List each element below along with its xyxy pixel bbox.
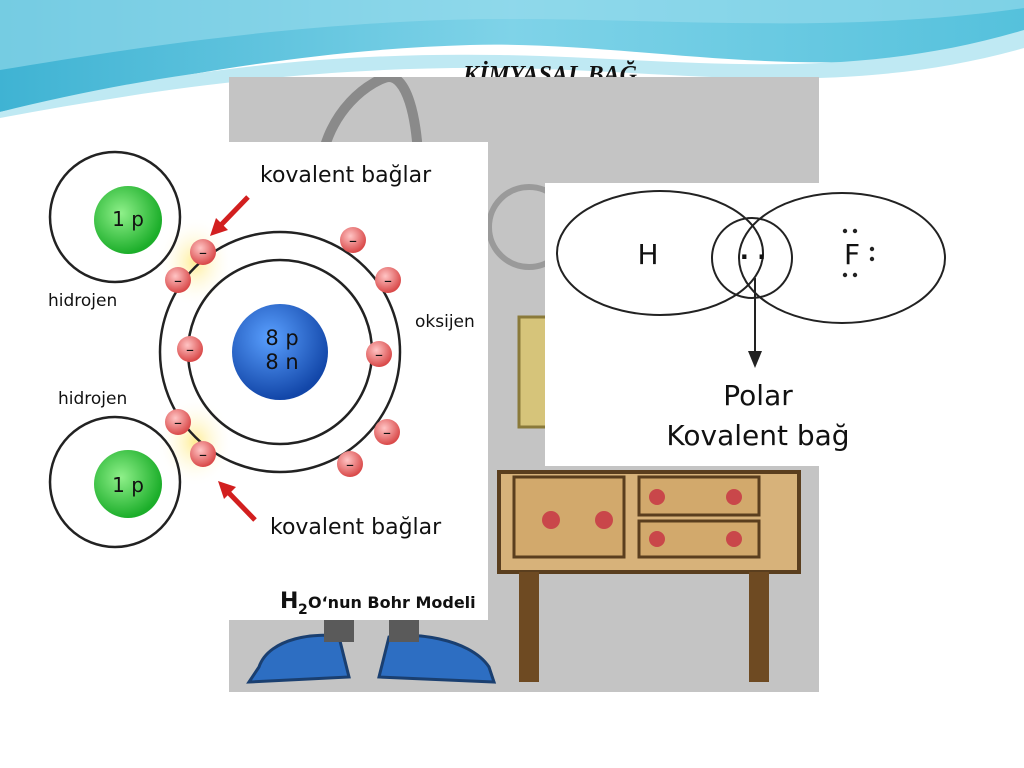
drawer-knob bbox=[595, 511, 613, 529]
hydrogen-orbital bbox=[556, 190, 764, 316]
caption-subscript: 2 bbox=[298, 602, 308, 618]
drawer-knob bbox=[726, 531, 742, 547]
hydrogen-top-nucleus bbox=[94, 186, 162, 254]
drawer-knob bbox=[649, 489, 665, 505]
oxygen-outer-shell bbox=[158, 230, 402, 474]
pointer-arrow-icon bbox=[748, 278, 762, 368]
shared-region bbox=[711, 217, 793, 299]
electron: – bbox=[375, 267, 401, 293]
caption-prefix: H bbox=[280, 589, 298, 614]
hydrogen-top-label: hidrojen bbox=[48, 291, 117, 311]
caption-suffix: O‘nun Bohr Modeli bbox=[308, 593, 476, 612]
bond-arrow-top-icon bbox=[210, 195, 250, 236]
oxygen-nucleus-protons: 8 p bbox=[265, 326, 298, 350]
polar-label: Polar bbox=[723, 379, 793, 412]
polar-covalent-bond-panel: H · · F Polar Kovalent bağ bbox=[545, 183, 965, 466]
oxygen-nucleus bbox=[232, 304, 328, 400]
polar-covalent-bond-diagram: H · · F Polar Kovalent bağ bbox=[556, 190, 946, 452]
drawer-knob bbox=[542, 511, 560, 529]
wave-band-light bbox=[0, 30, 1024, 118]
svg-text:–: – bbox=[186, 340, 194, 359]
shoe-left-icon bbox=[246, 633, 351, 684]
bond-glow-bottom bbox=[157, 397, 233, 487]
electron: – bbox=[337, 451, 363, 477]
desk-leg-right bbox=[749, 572, 769, 682]
header-wave-decoration bbox=[0, 0, 1024, 118]
hydrogen-bottom-nucleus bbox=[94, 450, 162, 518]
hydrogen-top-nucleus-label: 1 p bbox=[112, 207, 144, 231]
desk-leg-left bbox=[519, 572, 539, 682]
electron: – bbox=[190, 239, 216, 265]
fluorine-lone-pairs bbox=[842, 228, 875, 278]
drawer-knob bbox=[649, 531, 665, 547]
water-bohr-model-diagram: 1 p 1 p 8 p 8 n – – – – – – – – – – ko bbox=[48, 150, 476, 618]
electron: – bbox=[177, 336, 203, 362]
svg-text:–: – bbox=[383, 423, 391, 442]
shared-electron-pair: · · bbox=[740, 243, 767, 271]
svg-text:–: – bbox=[384, 271, 392, 290]
water-bohr-model-panel: 1 p 1 p 8 p 8 n – – – – – – – – – – ko bbox=[30, 142, 488, 620]
svg-text:–: – bbox=[174, 413, 182, 432]
electron: – bbox=[165, 409, 191, 435]
bond-arrow-bottom-icon bbox=[218, 481, 257, 522]
fluorine-orbital bbox=[738, 192, 946, 324]
svg-text:–: – bbox=[375, 345, 383, 364]
oxygen-nucleus-neutrons: 8 n bbox=[265, 350, 298, 374]
shoe-right-icon bbox=[377, 633, 497, 684]
covalent-bond-label: Kovalent bağ bbox=[666, 419, 849, 452]
bond-label-bottom: kovalent bağlar bbox=[270, 515, 442, 540]
oxygen-label: oksijen bbox=[415, 312, 475, 332]
bohr-model-caption: H 2 O‘nun Bohr Modeli bbox=[280, 589, 476, 618]
svg-text:–: – bbox=[346, 455, 354, 474]
electron: – bbox=[165, 267, 191, 293]
electron: – bbox=[340, 227, 366, 253]
electron: – bbox=[190, 441, 216, 467]
bond-label-top: kovalent bağlar bbox=[260, 163, 432, 188]
hydrogen-top-shell bbox=[48, 150, 182, 284]
electron: – bbox=[366, 341, 392, 367]
hydrogen-bottom-shell bbox=[48, 415, 182, 549]
head-outline bbox=[314, 71, 424, 188]
svg-text:–: – bbox=[199, 243, 207, 262]
electrons: – – – – – – – – – – bbox=[165, 227, 401, 477]
svg-text:–: – bbox=[199, 445, 207, 464]
svg-text:–: – bbox=[349, 231, 357, 250]
svg-text:–: – bbox=[174, 271, 182, 290]
scientist-illustration bbox=[246, 71, 801, 684]
drawer-knob bbox=[726, 489, 742, 505]
wave-band-highlight bbox=[0, 0, 1024, 70]
electron: – bbox=[374, 419, 400, 445]
fluorine-atom-label: F bbox=[844, 238, 860, 271]
hydrogen-bottom-label: hidrojen bbox=[58, 389, 127, 409]
hydrogen-bottom-nucleus-label: 1 p bbox=[112, 473, 144, 497]
hydrogen-atom-label: H bbox=[637, 238, 658, 271]
